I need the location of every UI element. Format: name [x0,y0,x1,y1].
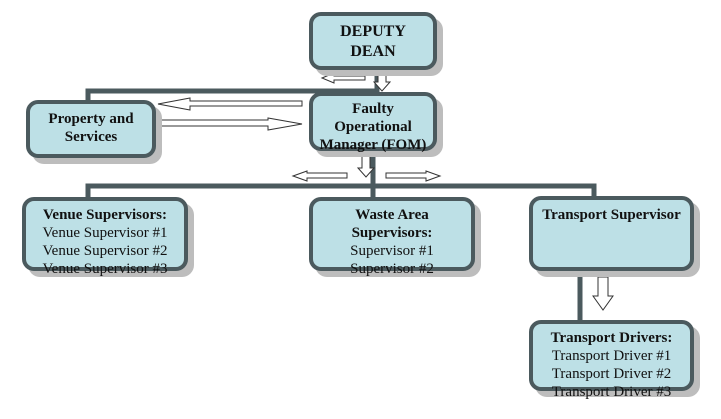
node-title: Manager (FOM) [319,137,427,153]
arrow-down-tsup-tdrv [592,276,614,311]
node-title: Faulty [352,101,394,117]
arrow-down-deputy-fom [372,70,392,92]
node-title: Supervisors: [351,225,433,241]
list-item: Supervisor #1 [350,243,434,259]
arrow-left-top [320,72,366,84]
node-title: Transport Supervisor [542,207,681,223]
node-waste-area-supervisors: Waste Area Supervisors: Supervisor #1 Su… [309,197,475,277]
arrow-right-property-to-fom [157,117,303,131]
node-title: Venue Supervisors: [42,207,168,223]
node-transport-supervisor: Transport Supervisor [529,196,694,271]
arrow-left-fom-to-property [157,97,303,111]
node-title: Transport Drivers: [550,330,673,346]
node-transport-drivers: Transport Drivers: Transport Driver #1 T… [529,320,694,400]
list-item: Venue Supervisor #3 [42,261,168,277]
node-title: DEPUTY [340,23,406,40]
node-venue-supervisors: Venue Supervisors: Venue Supervisor #1 V… [22,197,188,277]
list-item: Venue Supervisor #2 [42,243,168,259]
arrow-down-fom-waste [356,152,376,178]
node-faculty-operational-manager: Faulty Operational Manager (FOM) [309,92,437,153]
arrow-right-fom-tsup [385,170,442,182]
list-item: Transport Driver #2 [551,366,672,382]
node-title: DEAN [350,43,396,60]
list-item: Venue Supervisor #1 [42,225,168,241]
list-item: Supervisor #2 [350,261,434,277]
node-title: Operational [334,119,412,135]
node-property-and-services: Property and Services [26,100,156,158]
arrow-left-fom-venue [291,170,348,182]
node-deputy-dean: DEPUTY DEAN [309,12,437,70]
node-title: Property and [48,111,134,127]
connector-level2-bus [85,183,597,199]
connector-top-bus [85,88,377,103]
list-item: Transport Driver #3 [551,384,672,400]
list-item: Transport Driver #1 [551,348,672,364]
node-title: Services [64,129,118,145]
node-title: Waste Area [355,207,429,223]
